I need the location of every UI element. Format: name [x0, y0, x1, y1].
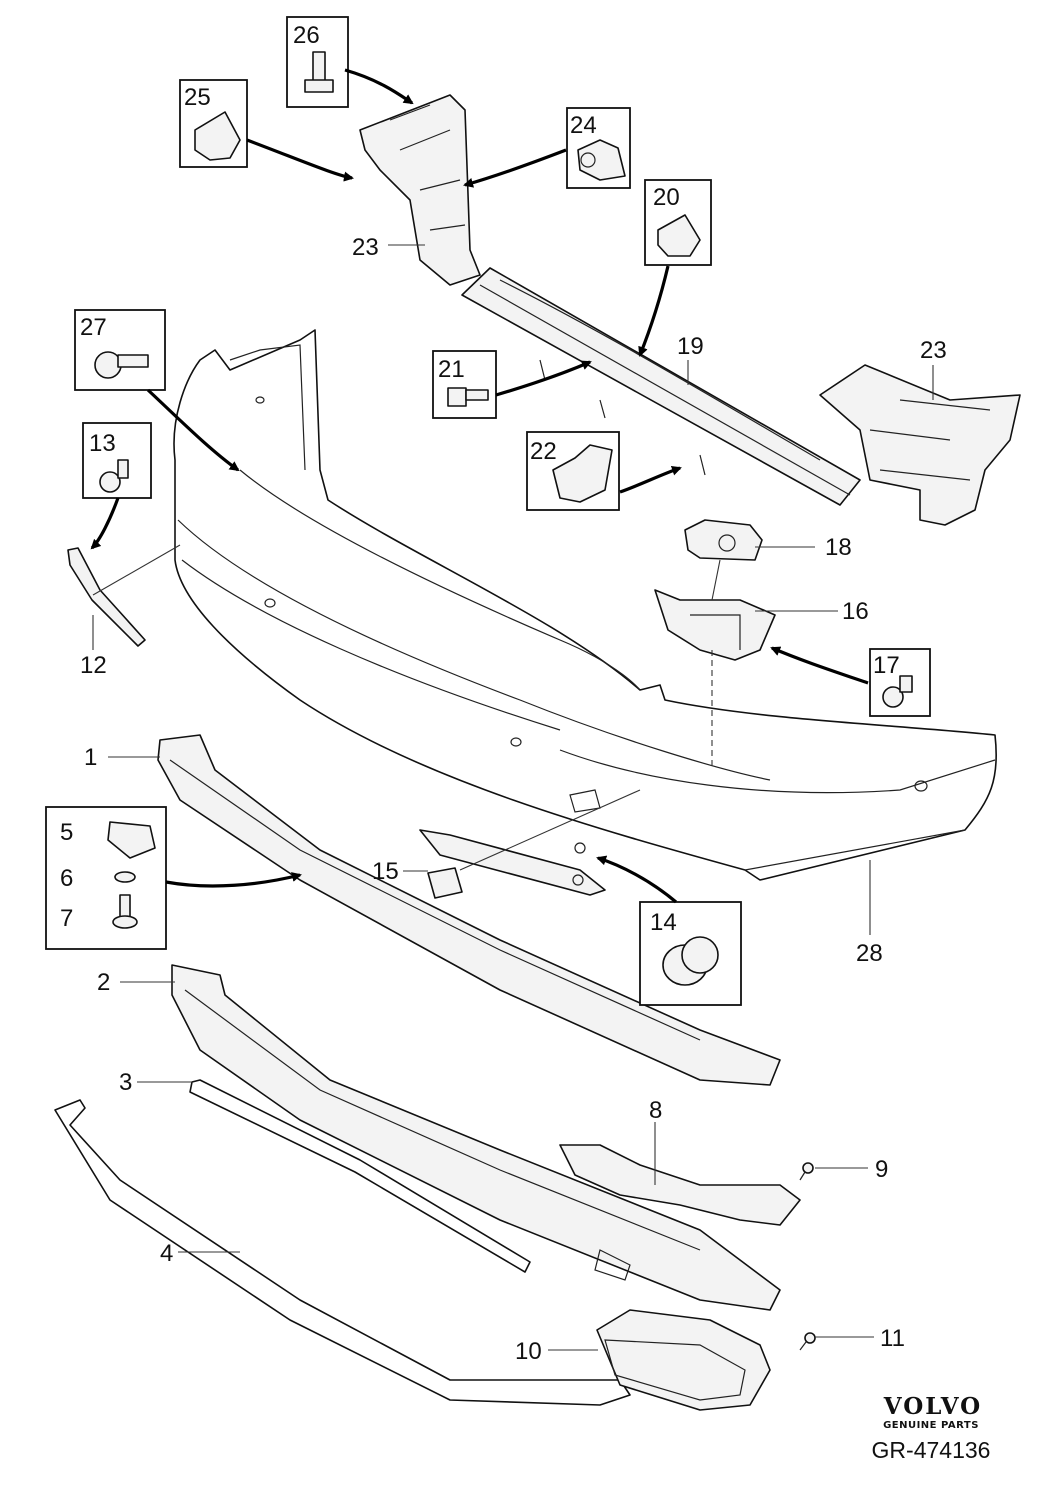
reinforcement-beam: [461, 267, 861, 506]
callout-10: 10: [515, 1338, 542, 1365]
callout-23-right: 23: [920, 337, 947, 364]
tailpipe-trim-10: [596, 1309, 771, 1411]
trim-strip-3: [189, 1079, 531, 1273]
callout-28: 28: [856, 940, 883, 967]
callout-23-left: 23: [352, 234, 379, 261]
bracket-18: [684, 519, 763, 561]
callout-box-21: [432, 350, 497, 419]
callout-27: 27: [80, 314, 107, 341]
callout-box-20: [644, 179, 712, 266]
screw-9: [799, 1162, 814, 1181]
callout-box-25: [179, 79, 248, 168]
callout-6: 6: [60, 865, 73, 892]
diffuser-1: [157, 734, 781, 1086]
volvo-logo: VOLVO: [883, 1393, 982, 1420]
callout-4: 4: [160, 1240, 173, 1267]
callout-9: 9: [875, 1156, 888, 1183]
callout-20: 20: [653, 184, 680, 211]
callout-2: 2: [97, 969, 110, 996]
bracket-16: [654, 589, 776, 661]
callout-24: 24: [570, 112, 597, 139]
diagram-reference: GR-474136: [872, 1437, 991, 1463]
leader-lines: [92, 244, 934, 1351]
brand-footer: VOLVO GENUINE PARTS GR-474136: [872, 1393, 991, 1463]
callout-box-14: [639, 901, 742, 1006]
diffuser-2: [171, 964, 781, 1311]
screw-11: [799, 1332, 816, 1351]
callout-box-24: [566, 107, 631, 189]
bracket-left: [359, 94, 481, 286]
callout-14: 14: [650, 909, 677, 936]
callout-25: 25: [184, 84, 211, 111]
callout-26: 26: [293, 22, 320, 49]
callout-13: 13: [89, 430, 116, 457]
callout-box-22: [526, 431, 620, 511]
callout-15: 15: [372, 858, 399, 885]
genuine-parts-label: GENUINE PARTS: [883, 1420, 979, 1431]
trim-strip-12: [67, 547, 146, 647]
callout-box-13: [82, 422, 152, 499]
callout-18: 18: [825, 534, 852, 561]
callout-21: 21: [438, 356, 465, 383]
bracket-right: [819, 364, 1021, 526]
callout-19: 19: [677, 333, 704, 360]
callout-labels: 1 2 3 4 5 6 7 8 9 10 11 12 13 14 15 16 1…: [60, 22, 947, 1365]
callout-8: 8: [649, 1097, 662, 1124]
sensor-holder-15: [419, 829, 606, 899]
callout-box-26: [286, 16, 349, 108]
callout-3: 3: [119, 1069, 132, 1096]
lower-trim-4: [54, 1099, 631, 1406]
callout-box-27: [74, 309, 166, 391]
callout-5: 5: [60, 819, 73, 846]
arrows: [90, 68, 869, 904]
callout-1: 1: [84, 744, 97, 771]
callout-11: 11: [880, 1325, 905, 1352]
callout-box-5-6-7: [45, 806, 167, 950]
callout-box-17: [869, 648, 931, 717]
spoiler-8: [559, 1144, 801, 1226]
callout-22: 22: [530, 438, 557, 465]
callout-7: 7: [60, 905, 73, 932]
callout-16: 16: [842, 598, 869, 625]
callout-17: 17: [873, 652, 900, 679]
callout-12: 12: [80, 652, 107, 679]
